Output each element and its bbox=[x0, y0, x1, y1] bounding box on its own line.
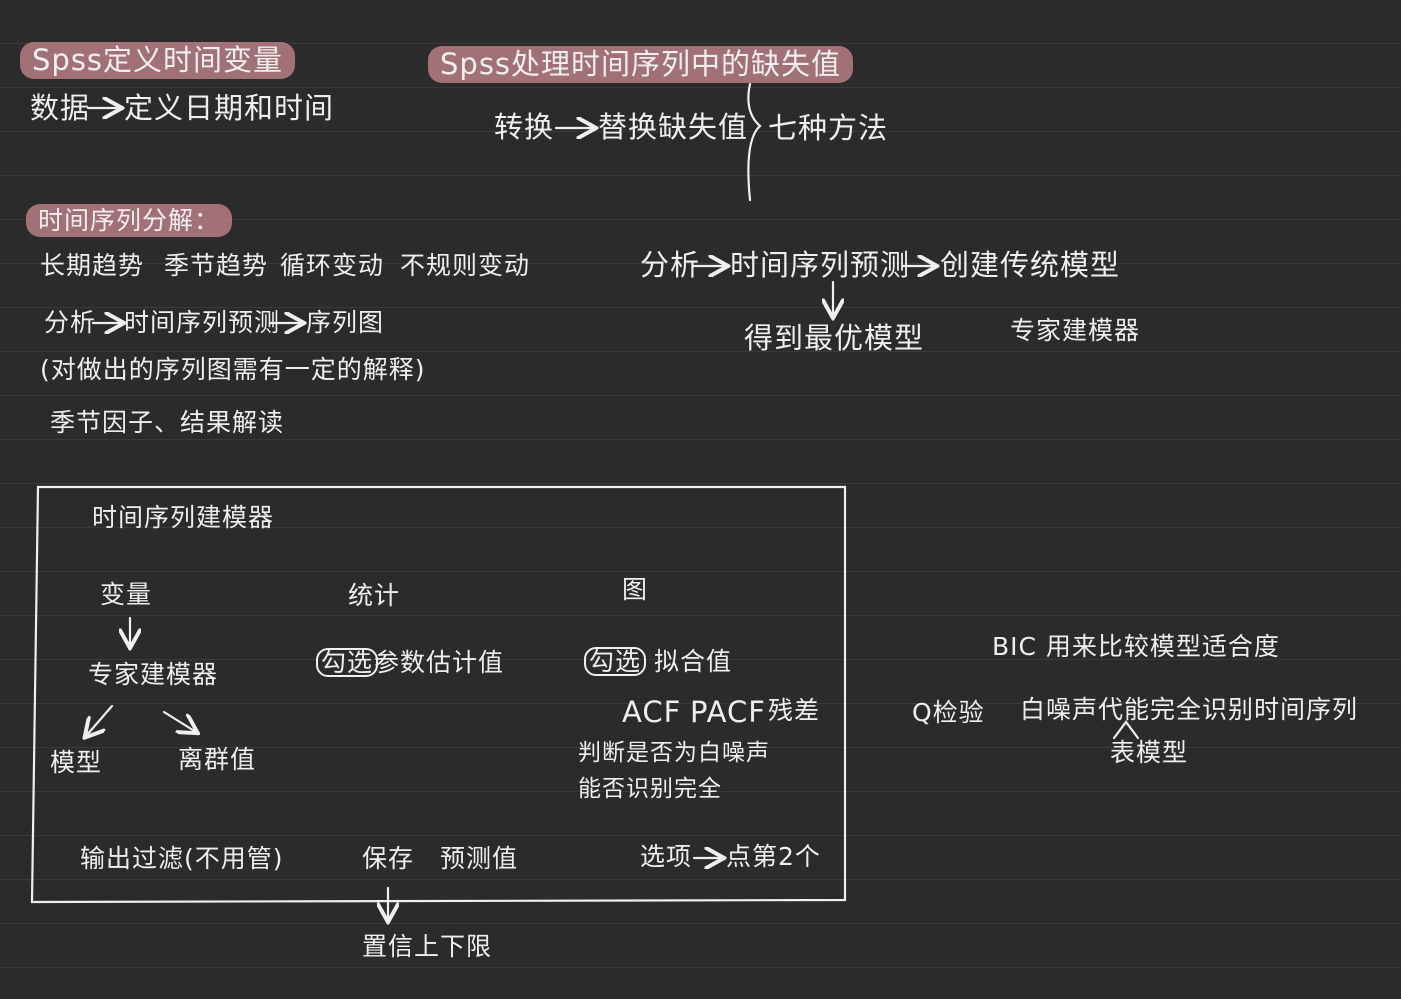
output-filter: 输出过滤(不用管) bbox=[80, 844, 284, 873]
check-stat: 勾选 bbox=[316, 648, 379, 677]
insert-model: 表模型 bbox=[1110, 738, 1189, 767]
col-statistics: 统计 bbox=[348, 581, 401, 610]
judge-identify: 能否识别完全 bbox=[578, 776, 722, 802]
component-long-term: 长期趋势 bbox=[40, 251, 145, 280]
judge-white-noise: 判断是否为白噪声 bbox=[578, 740, 770, 766]
component-cyclical: 循环变动 bbox=[280, 251, 385, 280]
path-analyze: 分析 bbox=[44, 308, 97, 337]
col-plots: 图 bbox=[622, 575, 649, 604]
predicted-values: 预测值 bbox=[440, 844, 519, 873]
modeler-box bbox=[30, 485, 847, 904]
expert-modeler-label: 专家建模器 bbox=[1010, 316, 1141, 345]
param-estimates: 参数估计值 bbox=[374, 648, 505, 677]
residual-label: 残差 bbox=[768, 696, 821, 725]
path-sequence-chart: 序列图 bbox=[306, 308, 385, 337]
pacf-label: PACF bbox=[690, 695, 766, 729]
model-path-forecast: 时间序列预测 bbox=[730, 248, 911, 282]
options-label: 选项 bbox=[640, 842, 693, 871]
path-forecast: 时间序列预测 bbox=[124, 308, 281, 337]
box-outliers: 离群值 bbox=[178, 745, 257, 774]
white-noise-post: 能完全识别时间序列 bbox=[1124, 695, 1359, 724]
box-model: 模型 bbox=[50, 748, 103, 777]
flow-convert: 转换 bbox=[494, 110, 555, 144]
title-missing-values: Spss处理时间序列中的缺失值 bbox=[428, 46, 854, 83]
options-second: 点第2个 bbox=[726, 842, 821, 871]
flow-replace-missing: 替换缺失值 bbox=[598, 110, 749, 144]
save-label: 保存 bbox=[362, 844, 415, 873]
white-noise-pre: 白噪声代 bbox=[1020, 695, 1125, 724]
bic-note: BIC 用来比较模型适合度 bbox=[992, 632, 1280, 661]
model-path-create: 创建传统模型 bbox=[940, 248, 1121, 282]
fitted-values: 拟合值 bbox=[654, 647, 733, 676]
brace-methods bbox=[747, 82, 762, 202]
model-path-analyze: 分析 bbox=[640, 248, 701, 282]
title-define-time: Spss定义时间变量 bbox=[20, 42, 296, 79]
box-expert-modeler: 专家建模器 bbox=[88, 660, 219, 689]
decomp-interpretation: 季节因子、结果解读 bbox=[50, 408, 285, 437]
box-title: 时间序列建模器 bbox=[92, 503, 275, 532]
q-test: Q检验 bbox=[912, 698, 985, 727]
confidence-limits: 置信上下限 bbox=[362, 932, 493, 961]
component-seasonal: 季节趋势 bbox=[164, 251, 269, 280]
flow-data: 数据 bbox=[30, 91, 91, 125]
title-decomposition: 时间序列分解： bbox=[26, 204, 233, 237]
component-irregular: 不规则变动 bbox=[400, 251, 531, 280]
check-plot: 勾选 bbox=[584, 647, 647, 676]
arrow-to-model bbox=[86, 704, 114, 736]
acf-label: ACF bbox=[622, 695, 682, 729]
col-variables: 变量 bbox=[100, 580, 153, 609]
arrow-to-outlier bbox=[162, 710, 196, 732]
seven-methods: 七种方法 bbox=[768, 111, 889, 145]
decomp-note: (对做出的序列图需有一定的解释) bbox=[40, 355, 426, 384]
insert-caret bbox=[1112, 720, 1140, 740]
best-model: 得到最优模型 bbox=[744, 321, 925, 355]
flow-define-date: 定义日期和时间 bbox=[124, 91, 335, 125]
